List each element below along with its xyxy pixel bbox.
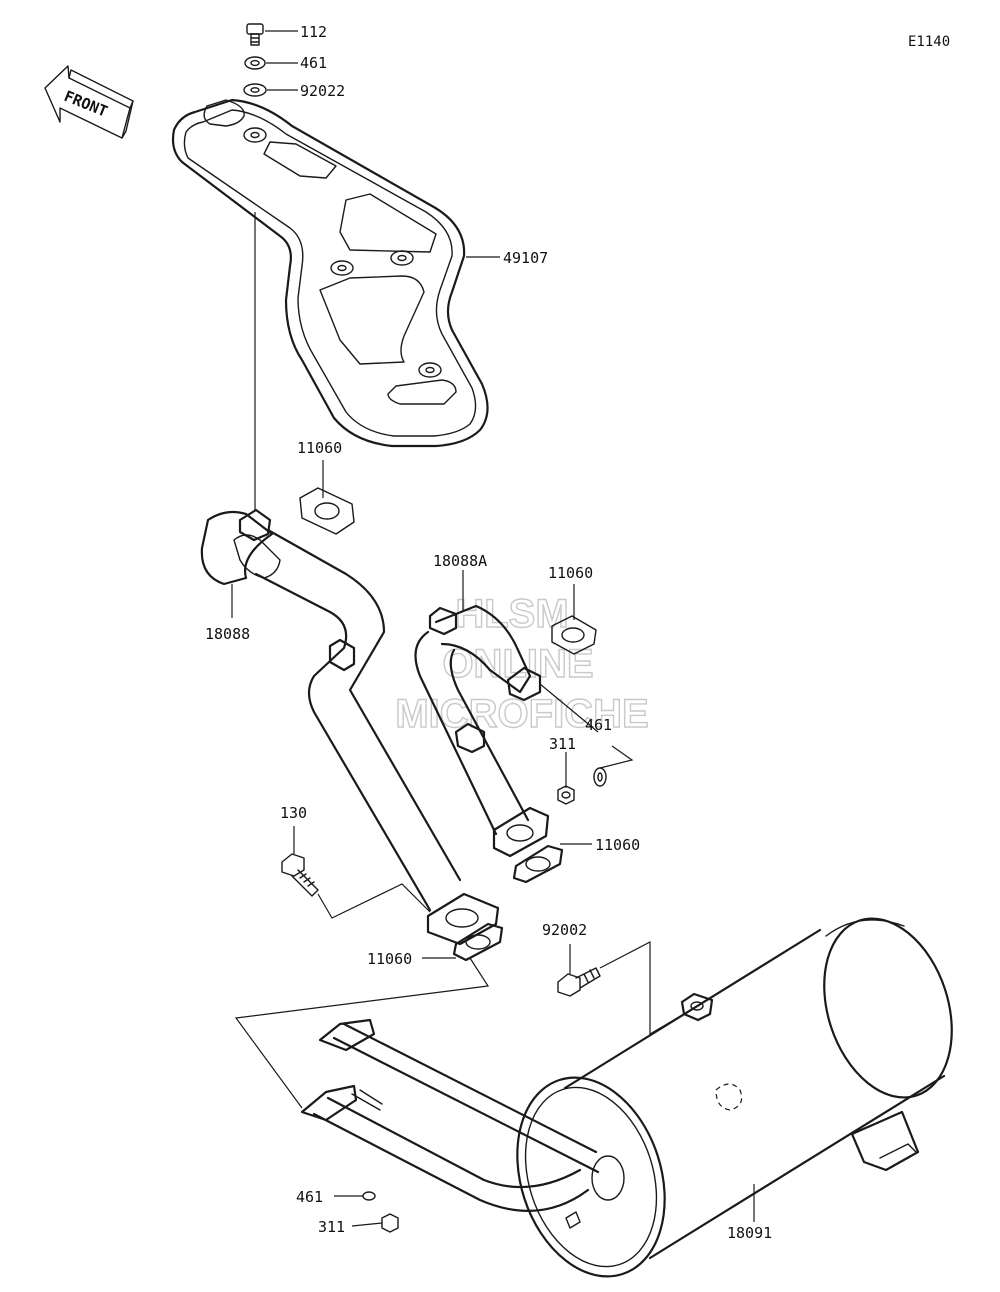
callout-18091[interactable]: 18091 bbox=[727, 1224, 772, 1242]
front-label: FRONT bbox=[62, 87, 111, 121]
front-arrow-icon: FRONT bbox=[44, 65, 134, 139]
gasket-11060-lower-left[interactable] bbox=[452, 922, 504, 962]
exhaust-pipe-18088a[interactable] bbox=[414, 604, 550, 858]
washer-92022-icon[interactable] bbox=[243, 83, 267, 97]
callout-311-lower[interactable]: 311 bbox=[318, 1218, 345, 1236]
gasket-11060-lower-right[interactable] bbox=[512, 844, 564, 884]
callout-461-upper[interactable]: 461 bbox=[585, 716, 612, 734]
bolt-112-icon[interactable] bbox=[246, 23, 264, 46]
callout-49107[interactable]: 49107 bbox=[503, 249, 548, 267]
callout-461-top[interactable]: 461 bbox=[300, 54, 327, 72]
muffler-18091[interactable] bbox=[300, 902, 973, 1292]
nut-311-lower-icon[interactable] bbox=[381, 1213, 399, 1233]
leader-lines bbox=[231, 30, 755, 1227]
callout-18088[interactable]: 18088 bbox=[205, 625, 250, 643]
nut-311-upper-icon[interactable] bbox=[557, 785, 575, 805]
callout-130[interactable]: 130 bbox=[280, 804, 307, 822]
callout-11060-lower-right[interactable]: 11060 bbox=[595, 836, 640, 854]
washer-461-upper-icon[interactable] bbox=[593, 767, 607, 787]
callout-11060-lower-left[interactable]: 11060 bbox=[367, 950, 412, 968]
callout-112[interactable]: 112 bbox=[300, 23, 327, 41]
callout-311-upper[interactable]: 311 bbox=[549, 735, 576, 753]
callout-labels: 112 461 92022 49107 11060 18088 18088A 1… bbox=[205, 23, 772, 1242]
diagram-id: E1140 bbox=[908, 34, 950, 50]
gasket-11060-upper-right[interactable] bbox=[551, 615, 597, 655]
bolt-130-icon[interactable] bbox=[281, 853, 319, 897]
watermark-line-1: HLSM bbox=[455, 592, 568, 636]
callout-11060-upper-right[interactable]: 11060 bbox=[548, 564, 593, 582]
washer-461-lower-icon[interactable] bbox=[362, 1191, 376, 1201]
bolt-92002-icon[interactable] bbox=[557, 967, 601, 997]
callout-92022[interactable]: 92022 bbox=[300, 82, 345, 100]
gasket-11060-upper[interactable] bbox=[299, 487, 355, 535]
callout-11060-upper[interactable]: 11060 bbox=[297, 439, 342, 457]
exhaust-pipe-18088[interactable] bbox=[200, 508, 500, 946]
callout-461-lower[interactable]: 461 bbox=[296, 1188, 323, 1206]
callout-18088a[interactable]: 18088A bbox=[433, 552, 487, 570]
lock-washer-461-icon[interactable] bbox=[244, 56, 266, 70]
callout-92002[interactable]: 92002 bbox=[542, 921, 587, 939]
heat-shield-49107[interactable] bbox=[171, 98, 489, 448]
